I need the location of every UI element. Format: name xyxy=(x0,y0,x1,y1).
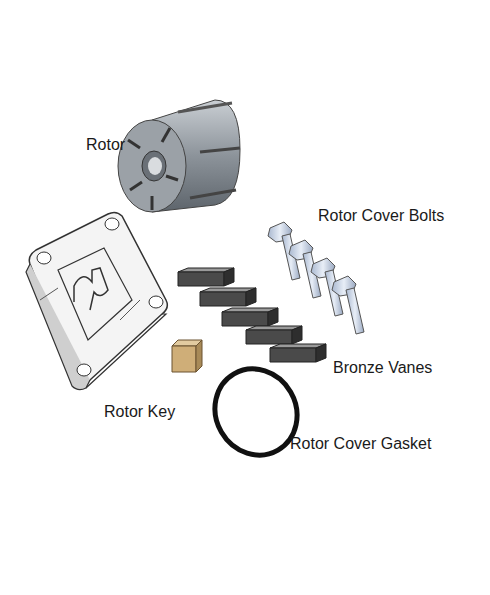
rotor-cover xyxy=(26,212,167,389)
rotor-drawing xyxy=(118,100,240,212)
part-label: Rotor Cover Bolts xyxy=(318,206,444,225)
bolt-drawings xyxy=(268,222,364,334)
gasket-drawing xyxy=(199,354,312,470)
part-label: Rotor xyxy=(86,135,125,154)
part-label: Bronze Vanes xyxy=(333,358,432,377)
key-drawing xyxy=(172,340,202,372)
part-label: Rotor Cover Gasket xyxy=(290,434,431,453)
part-label: Rotor Key xyxy=(104,402,175,421)
